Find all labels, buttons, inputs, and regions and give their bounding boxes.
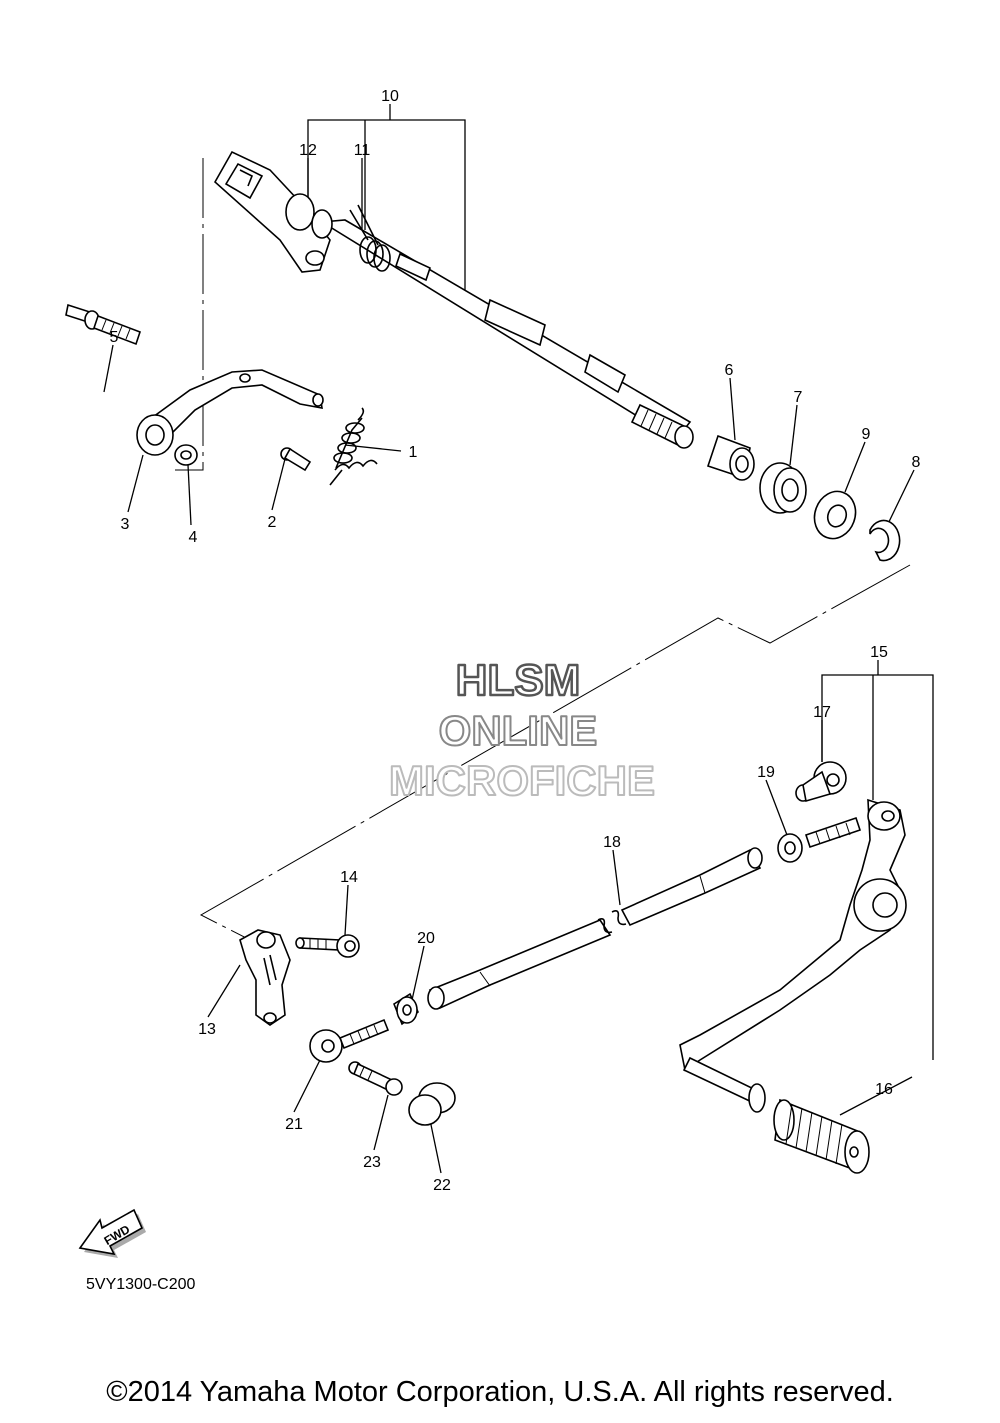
part-5-bolt xyxy=(65,303,142,346)
leader-lines xyxy=(103,158,915,1174)
callout-6: 6 xyxy=(725,362,734,379)
callout-15: 15 xyxy=(870,644,888,661)
part-20-nut xyxy=(393,992,419,1026)
callout-3: 3 xyxy=(121,516,130,533)
callout-16: 16 xyxy=(875,1081,893,1098)
callout-8: 8 xyxy=(912,454,921,471)
callout-21: 21 xyxy=(285,1116,303,1133)
bracket-10 xyxy=(307,104,466,300)
callouts: 10 12 11 5 6 7 9 1 8 3 2 4 15 17 19 18 1… xyxy=(110,88,921,1194)
part-8-circlip xyxy=(869,519,901,562)
callout-17: 17 xyxy=(813,704,831,721)
callout-9: 9 xyxy=(862,426,871,443)
callout-13: 13 xyxy=(198,1021,216,1038)
pedal-bolt xyxy=(804,816,862,849)
callout-1: 1 xyxy=(409,444,418,461)
part-19-nut xyxy=(777,833,803,863)
callout-10: 10 xyxy=(381,88,399,105)
callout-7: 7 xyxy=(794,389,803,406)
part-22-cap xyxy=(408,1082,456,1126)
watermark-line-2: ONLINE xyxy=(439,707,598,754)
callout-19: 19 xyxy=(757,764,775,781)
copyright-notice: ©2014 Yamaha Motor Corporation, U.S.A. A… xyxy=(106,1376,894,1408)
callout-18: 18 xyxy=(603,834,621,851)
callout-11: 11 xyxy=(354,142,371,159)
part-7-oil-seal xyxy=(759,462,807,514)
callout-14: 14 xyxy=(340,869,358,886)
callout-12: 12 xyxy=(299,142,317,159)
pedal-rubber xyxy=(773,1098,870,1174)
boundary-lines xyxy=(175,158,911,946)
part-1-spring xyxy=(329,407,378,486)
part-9-washer xyxy=(813,490,857,540)
watermark-line-3: MICROFICHE xyxy=(389,757,655,804)
part-2-pin xyxy=(280,447,312,472)
bracket-15 xyxy=(821,660,934,1060)
part-17-collar xyxy=(795,761,847,803)
callout-23: 23 xyxy=(363,1154,381,1171)
part-3-lever xyxy=(136,369,324,456)
callout-20: 20 xyxy=(417,930,435,947)
callout-2: 2 xyxy=(268,514,277,531)
part-14-bolt xyxy=(295,934,360,958)
part-13-lever xyxy=(239,929,291,1026)
part-23-bolt xyxy=(348,1061,403,1096)
part-18-shift-rod xyxy=(427,847,763,1010)
callout-22: 22 xyxy=(433,1177,451,1194)
callout-5: 5 xyxy=(110,329,119,346)
fwd-arrow-icon: FWD xyxy=(78,1208,146,1258)
part-21-rod-end xyxy=(309,1018,390,1063)
watermark: HLSM ONLINE MICROFICHE xyxy=(388,655,656,805)
part-16-shift-pedal xyxy=(679,798,907,1113)
shift-shaft-assembly xyxy=(213,150,694,449)
part-4-collar xyxy=(174,444,198,466)
part-code: 5VY1300-C200 xyxy=(86,1276,196,1293)
watermark-line-1: HLSM xyxy=(456,656,581,705)
callout-4: 4 xyxy=(189,529,198,546)
part-6-collar xyxy=(706,434,755,481)
